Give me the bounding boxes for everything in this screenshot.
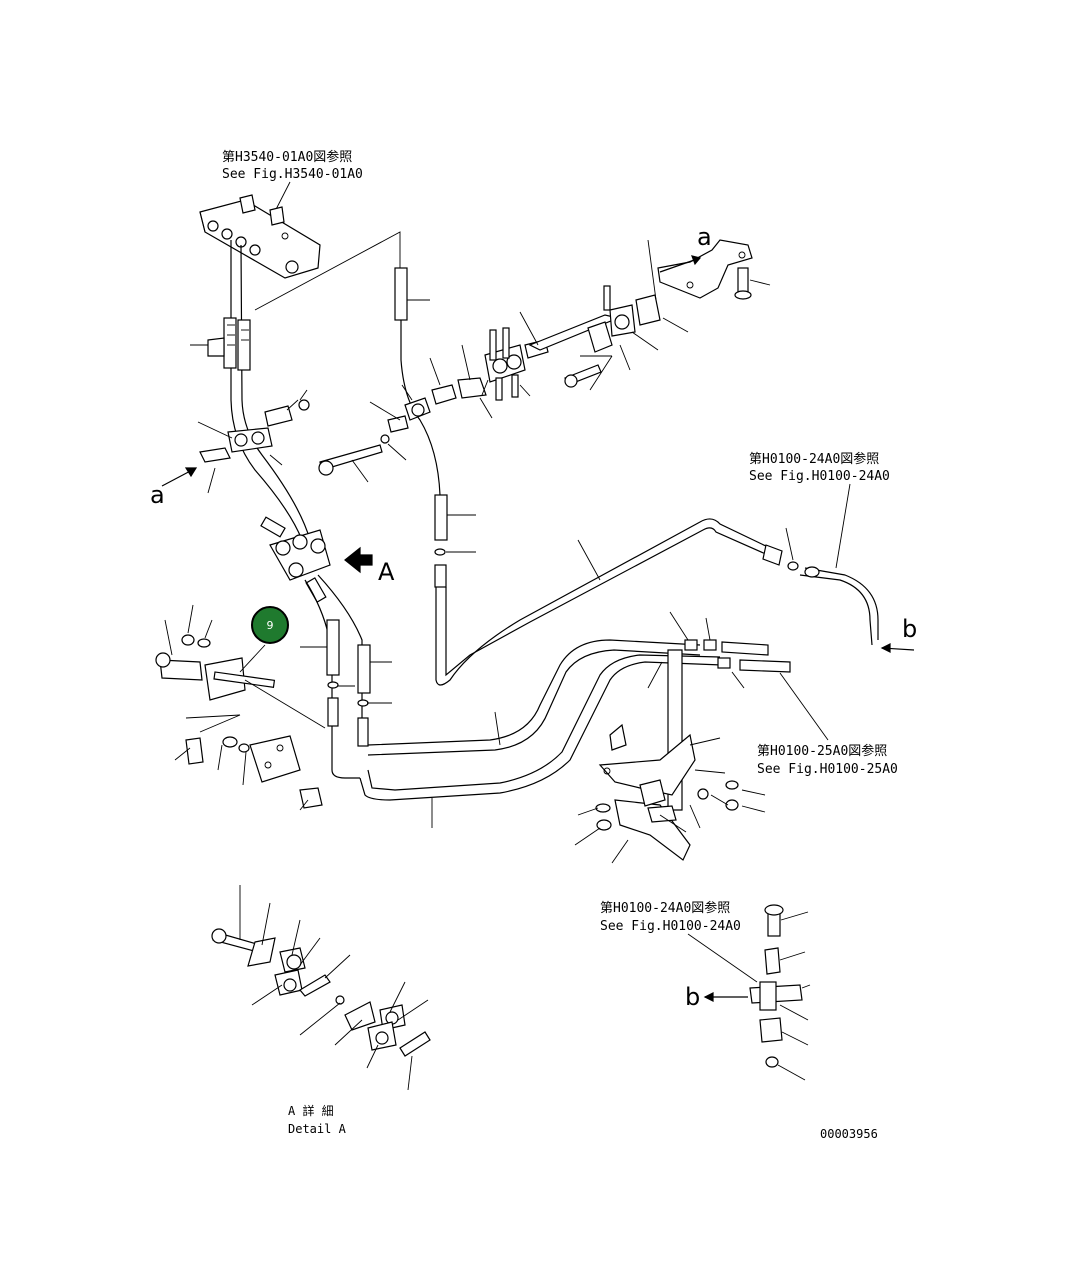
lower-right-clamps — [749, 904, 811, 1081]
upper-right-clamps — [481, 239, 689, 401]
reference-h3540-jp: 第H3540-01A0図参照 — [222, 149, 352, 165]
callout-marker-9[interactable]: 9 — [251, 606, 289, 644]
label-a-top: a — [697, 223, 712, 251]
reference-h0100-24-lower-jp: 第H0100-24A0図参照 — [600, 900, 730, 916]
main-tubes — [359, 611, 791, 828]
detail-title-jp: A 詳 細 — [288, 1103, 334, 1118]
label-b-lower: b — [685, 983, 700, 1011]
middle-block — [260, 516, 331, 603]
left-clamp — [197, 389, 310, 494]
lower-right-bracket — [574, 649, 766, 864]
hose-clamps — [318, 344, 493, 483]
reference-h0100-24-upper-en: See Fig.H0100-24A0 — [749, 469, 890, 484]
left-bracket — [155, 604, 326, 811]
label-a-view: A — [378, 558, 395, 586]
upper-middle-hose — [394, 267, 799, 686]
bracket-top-right — [657, 239, 771, 300]
detail-a-parts — [211, 885, 431, 1091]
reference-h0100-25: 第H0100-25A0図参照 See Fig.H0100-25A0 — [757, 672, 898, 777]
drawing-number: 00003956 — [820, 1127, 878, 1141]
manifold-block — [199, 194, 321, 279]
lower-left-hoses — [300, 574, 392, 779]
reference-h0100-24-lower: 第H0100-24A0図参照 See Fig.H0100-24A0 — [600, 900, 758, 983]
reference-h3540: 第H3540-01A0図参照 See Fig.H3540-01A0 — [222, 149, 363, 226]
callout-marker-number: 9 — [267, 619, 274, 632]
reference-h0100-24-upper-jp: 第H0100-24A0図参照 — [749, 451, 879, 467]
reference-h3540-en: See Fig.H3540-01A0 — [222, 167, 363, 182]
label-b-right: b — [902, 615, 917, 643]
detail-title-en: Detail A — [288, 1122, 347, 1136]
hose-b — [799, 566, 879, 646]
label-a-left: a — [150, 481, 165, 509]
reference-h0100-24-lower-en: See Fig.H0100-24A0 — [600, 919, 741, 934]
reference-h0100-24-upper: 第H0100-24A0図参照 See Fig.H0100-24A0 — [749, 451, 890, 569]
reference-h0100-25-jp: 第H0100-25A0図参照 — [757, 743, 887, 759]
reference-h0100-25-en: See Fig.H0100-25A0 — [757, 762, 898, 777]
left-hoses — [190, 240, 311, 541]
